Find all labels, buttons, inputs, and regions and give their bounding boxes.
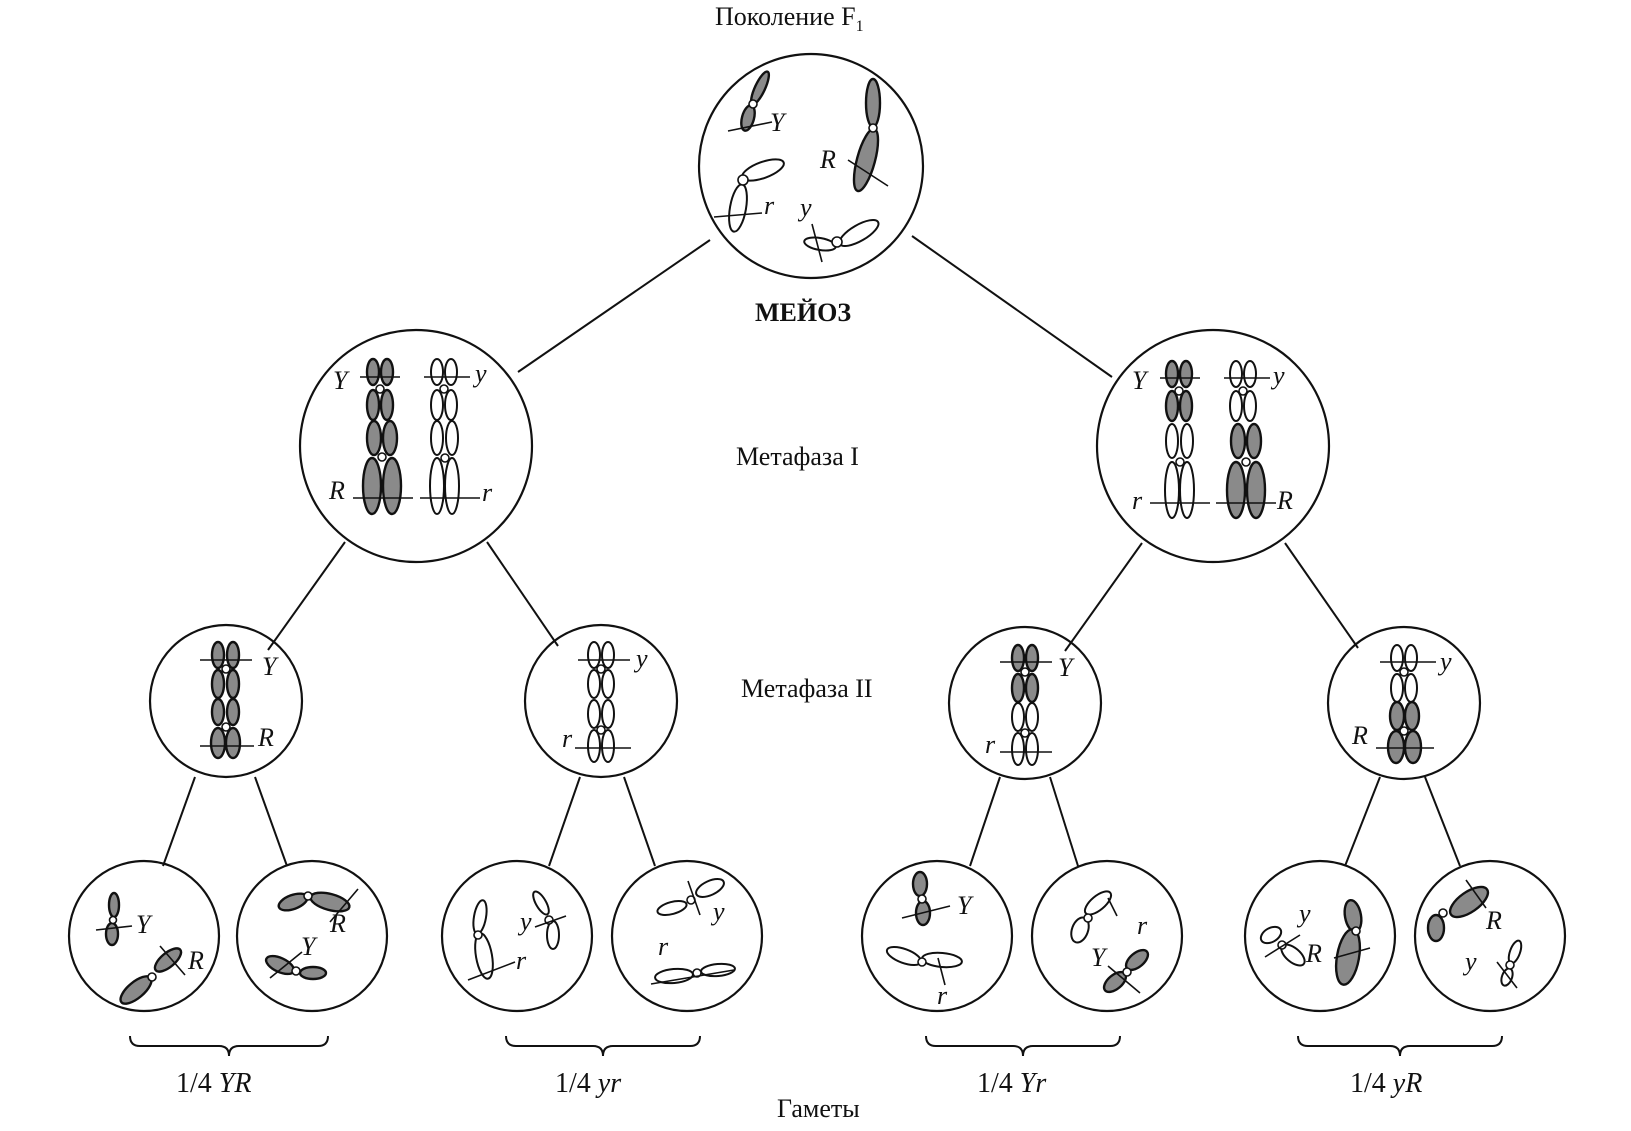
edge-m1right-b <box>1284 542 1359 649</box>
metaphase1-cell-right: Y y r R <box>1095 328 1331 564</box>
edge-m2-1a <box>162 776 196 867</box>
allele-Y: Y <box>770 108 787 137</box>
metaphase2-cell-3: Y r <box>947 625 1103 781</box>
allele-R: R <box>1305 939 1322 968</box>
ratio-label-3: 1/4 Yr <box>977 1068 1046 1099</box>
allele-r: r <box>937 981 948 1010</box>
bivalent-r-R: r R <box>1132 422 1293 520</box>
chromosome-Y: Y <box>727 70 787 137</box>
gamete-cell-6: r Y <box>1030 859 1184 1013</box>
brace-3 <box>925 1035 1121 1057</box>
chromosome-R: R <box>819 77 889 193</box>
gamete-cell-8: R y <box>1413 859 1567 1013</box>
ratio-label-1: 1/4 YR <box>176 1068 251 1099</box>
edge-m1right-a <box>1064 542 1143 652</box>
gamete-cell-5: Y r <box>860 859 1014 1013</box>
allele-y: y <box>1270 361 1285 390</box>
allele-Y: Y <box>1058 653 1075 682</box>
allele-R: R <box>1351 721 1368 750</box>
allele-y: y <box>1437 647 1452 676</box>
edge-m2-1b <box>254 776 288 867</box>
gamete-cell-2: R Y <box>235 859 389 1013</box>
allele-R: R <box>819 145 836 174</box>
bivalent-R-r: R r <box>328 419 493 516</box>
bivalent-Y-y: Y y <box>1132 359 1285 423</box>
edge-f1-right <box>911 235 1113 378</box>
allele-r: r <box>985 730 996 759</box>
meiosis-label: МЕЙОЗ <box>755 298 851 327</box>
edge-m2-2b <box>623 776 656 867</box>
gamete-braces <box>129 1035 1503 1057</box>
metaphase2-cell-2: y r <box>523 623 679 779</box>
allele-y: y <box>633 644 648 673</box>
edge-f1-left <box>517 239 711 373</box>
allele-Y: Y <box>1132 366 1149 395</box>
gamete-cell-3: r y <box>440 859 594 1013</box>
chromosome-y: y <box>797 193 880 263</box>
title-label: Поколение F1 <box>715 2 864 35</box>
brace-4 <box>1297 1035 1503 1057</box>
allele-r: r <box>516 946 527 975</box>
allele-R: R <box>329 909 346 938</box>
metaphase2-cell-4: y R <box>1326 625 1482 781</box>
allele-r: r <box>562 724 573 753</box>
allele-y: y <box>797 193 812 222</box>
allele-y: y <box>517 907 532 936</box>
allele-y: y <box>710 897 725 926</box>
allele-r: r <box>658 932 669 961</box>
allele-r: r <box>1137 911 1148 940</box>
allele-Y: Y <box>136 910 153 939</box>
metaphase2-label: Метафаза II <box>741 674 873 703</box>
edge-m2-4b <box>1424 776 1461 867</box>
edge-m2-3a <box>969 776 1001 867</box>
ratio-label-2: 1/4 yr <box>555 1068 621 1099</box>
allele-r: r <box>764 191 775 220</box>
allele-y: y <box>1296 899 1311 928</box>
allele-Y: Y <box>957 891 974 920</box>
allele-R: R <box>187 946 204 975</box>
allele-R: R <box>1276 486 1293 515</box>
allele-r: r <box>1132 486 1143 515</box>
f1-cell: Y R r y <box>697 52 925 280</box>
gamete-cell-7: y R <box>1243 859 1397 1013</box>
edge-m1left-b <box>486 541 559 647</box>
tree-edges <box>162 235 1461 867</box>
allele-y: y <box>472 359 487 388</box>
allele-R: R <box>1485 906 1502 935</box>
brace-1 <box>129 1035 329 1057</box>
edge-m2-3b <box>1049 776 1079 867</box>
allele-y: y <box>1462 947 1477 976</box>
edge-m1left-a <box>267 541 346 651</box>
brace-2 <box>505 1035 701 1057</box>
allele-R: R <box>328 476 345 505</box>
bivalent-Y-y: Y y <box>333 357 487 422</box>
allele-R: R <box>257 723 274 752</box>
chromosome-r: r <box>713 158 785 233</box>
gametes-label: Гаметы <box>777 1094 860 1123</box>
metaphase2-cell-1: Y R <box>148 623 304 779</box>
ratio-label-4: 1/4 yR <box>1350 1068 1422 1099</box>
edge-m2-4a <box>1344 776 1381 867</box>
allele-Y: Y <box>301 932 318 961</box>
allele-Y: Y <box>262 652 279 681</box>
metaphase1-label: Метафаза I <box>736 442 859 471</box>
gamete-cell-1: Y R <box>67 859 221 1013</box>
allele-r: r <box>482 478 493 507</box>
allele-Y: Y <box>1091 943 1108 972</box>
edge-m2-2a <box>548 776 581 867</box>
allele-Y: Y <box>333 366 350 395</box>
gamete-cell-4: y r <box>610 859 764 1013</box>
metaphase1-cell-left: Y y R r <box>298 328 534 564</box>
